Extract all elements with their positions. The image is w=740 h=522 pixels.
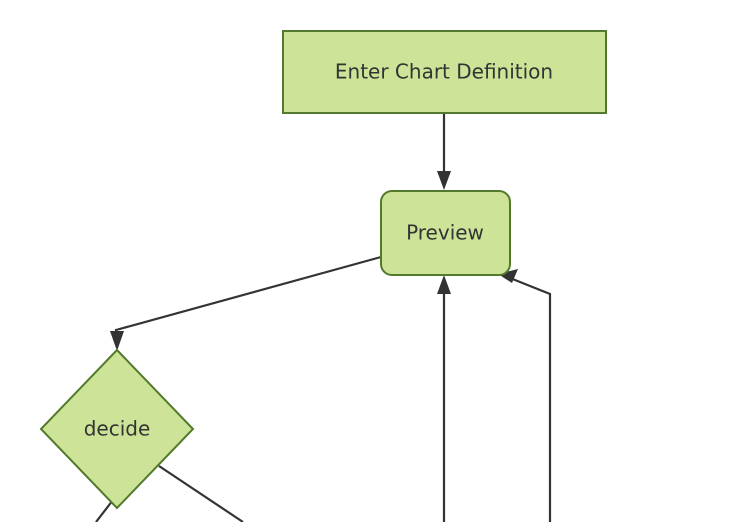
arrowhead-icon bbox=[110, 331, 124, 351]
arrowhead-icon bbox=[437, 275, 451, 294]
edge-line bbox=[158, 465, 244, 522]
edge-preview-to-decide[interactable] bbox=[110, 255, 382, 351]
node-shape-rounded-rectangle bbox=[380, 190, 511, 276]
edge-line bbox=[114, 255, 382, 339]
edge-return-right-to-preview[interactable] bbox=[498, 269, 552, 522]
node-shape-diamond bbox=[39, 348, 195, 510]
node-enter-chart-definition[interactable]: Enter Chart Definition bbox=[282, 30, 607, 114]
arrowhead-icon bbox=[498, 269, 518, 283]
node-preview[interactable]: Preview bbox=[380, 190, 511, 276]
node-shape-rectangle bbox=[282, 30, 607, 114]
edge-line bbox=[95, 499, 114, 522]
edge-decide-branch-left[interactable] bbox=[95, 499, 114, 522]
edge-decide-branch-right[interactable] bbox=[158, 465, 244, 522]
node-decide[interactable]: decide bbox=[39, 348, 195, 510]
edge-line bbox=[509, 276, 552, 522]
edge-enter-to-preview[interactable] bbox=[437, 113, 451, 190]
edge-return-center-to-preview[interactable] bbox=[437, 275, 451, 522]
arrowhead-icon bbox=[437, 171, 451, 190]
